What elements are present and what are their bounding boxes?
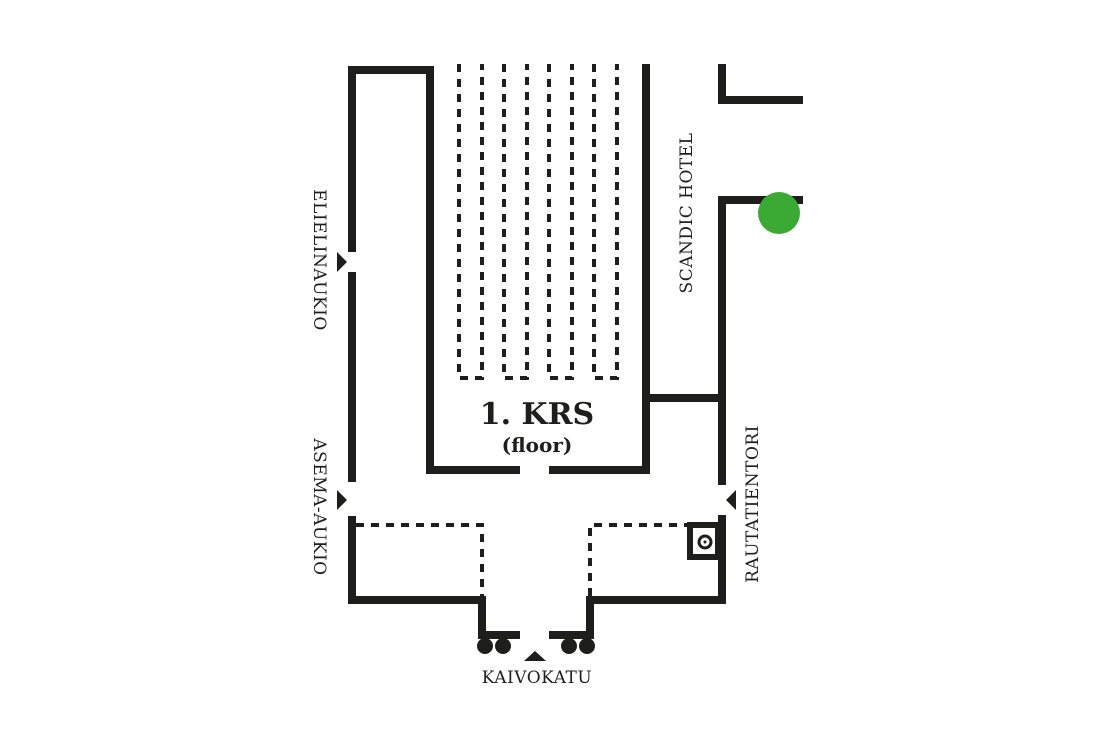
dashed-lane xyxy=(502,64,529,380)
wall-center-south xyxy=(549,64,650,474)
label-asema-aukio: ASEMA-AUKIO xyxy=(309,437,329,575)
label-scandic-hotel: SCANDIC HOTEL xyxy=(677,133,697,294)
entrance-arrow-south xyxy=(524,651,546,661)
dashed-area-southeast xyxy=(588,523,688,596)
door-posts xyxy=(477,638,595,654)
elevator-icon xyxy=(687,522,721,560)
label-kaivokatu: KAIVOKATU xyxy=(482,668,592,688)
label-elielinaukio: ELIELINAUKIO xyxy=(309,189,329,331)
dashed-lane xyxy=(592,64,619,380)
wall-southwest xyxy=(348,516,520,639)
floor-title: 1. KRS xyxy=(480,397,594,432)
entrance-arrow-east xyxy=(726,490,736,510)
wall-northeast xyxy=(718,64,803,104)
label-rautatientori: RAUTATIENTORI xyxy=(743,425,763,583)
dashed-area-southwest xyxy=(356,523,484,596)
wall-southeast xyxy=(549,515,726,639)
entrance-arrow-west-lower xyxy=(337,490,347,510)
dashed-lane xyxy=(547,64,574,380)
wall-west-upper xyxy=(348,66,520,474)
dashed-lane xyxy=(457,64,484,380)
location-marker[interactable] xyxy=(758,192,800,234)
dashed-lanes xyxy=(457,64,619,380)
floor-subtitle: (floor) xyxy=(502,433,573,457)
entrance-arrow-west-upper xyxy=(337,252,347,272)
